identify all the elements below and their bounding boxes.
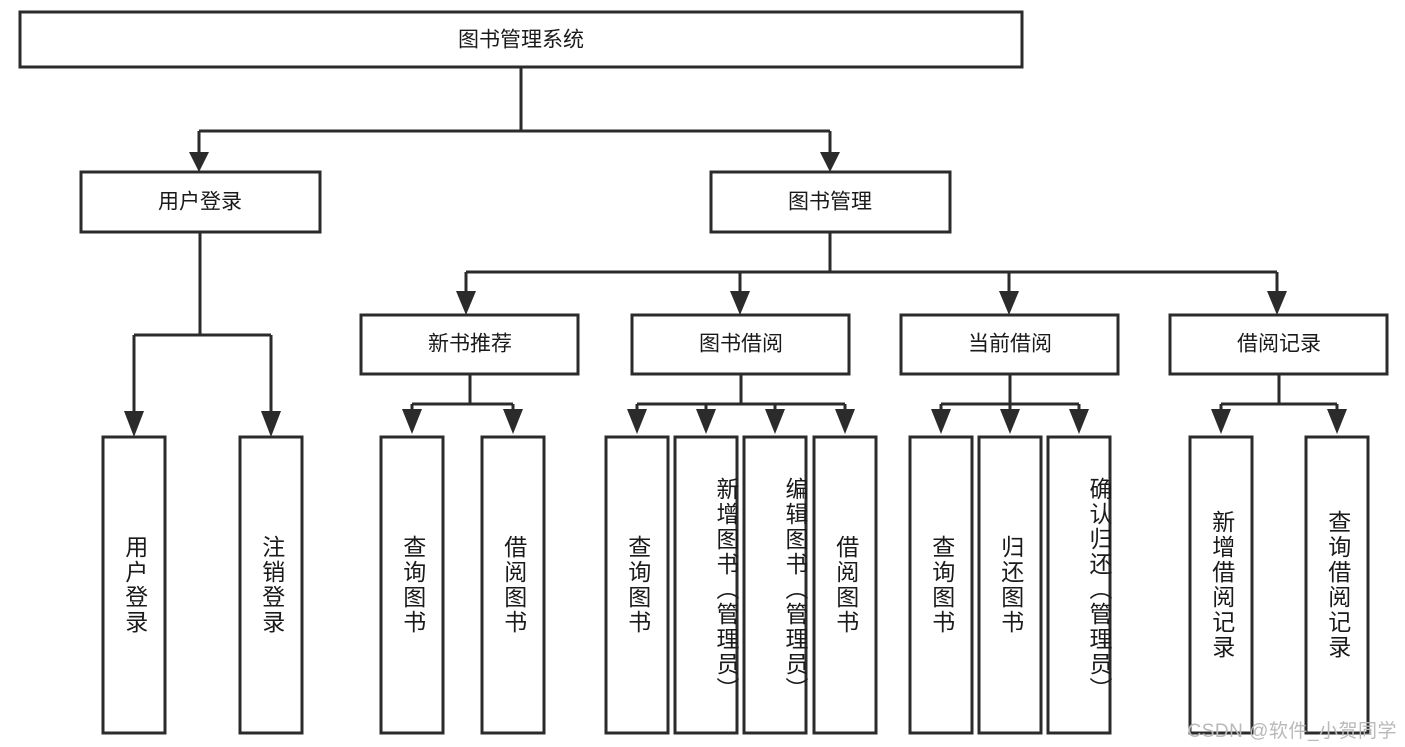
- arrowhead-br-leaf-2: [1327, 409, 1347, 434]
- arrowhead-to-new-book-rec: [456, 291, 476, 315]
- leaf-box-query-book-3[interactable]: [908, 435, 974, 735]
- node-new-book-recommend-box[interactable]: [359, 313, 580, 376]
- leaf-box-query-book-1[interactable]: [379, 435, 445, 735]
- csdn-watermark: CSDN @软件_小贺同学: [1187, 721, 1397, 742]
- arrowhead-cb-leaf-3: [1069, 409, 1089, 434]
- leaf-box-add-book-admin[interactable]: [673, 435, 739, 735]
- node-book-borrow-label: 图书借阅: [699, 333, 783, 356]
- node-borrow-records-box[interactable]: [1168, 313, 1389, 376]
- node-borrow-records[interactable]: 借阅记录: [1168, 313, 1389, 376]
- node-user-login[interactable]: 用户登录: [79, 170, 322, 234]
- leaf-box-query-book-2[interactable]: [604, 435, 670, 735]
- node-new-book-recommend-label: 新书推荐: [428, 333, 512, 356]
- node-root[interactable]: 图书管理系统: [18, 10, 1024, 69]
- arrowhead-bb-leaf-3: [765, 409, 785, 434]
- arrowhead-bb-leaf-4: [835, 409, 855, 434]
- leaf-box-borrow-book-1[interactable]: [480, 435, 546, 735]
- arrowhead-bb-leaf-1: [627, 409, 647, 434]
- leaf-box-edit-book-admin[interactable]: [742, 435, 808, 735]
- node-new-book-recommend[interactable]: 新书推荐: [359, 313, 580, 376]
- arrowhead-cb-leaf-2: [1000, 409, 1020, 434]
- node-current-borrow-label: 当前借阅: [968, 333, 1052, 356]
- arrowhead-to-user-login: [189, 152, 209, 172]
- arrowhead-to-book-borrow: [730, 291, 750, 315]
- arrowhead-to-book-mgmt: [820, 152, 840, 172]
- node-book-management-box[interactable]: [709, 170, 952, 234]
- leaf-box-add-borrow-record[interactable]: [1188, 435, 1254, 735]
- node-book-management-label: 图书管理: [788, 191, 872, 214]
- arrowhead-bb-leaf-2: [696, 409, 716, 434]
- leaf-box-logout[interactable]: [238, 435, 304, 735]
- node-root-label: 图书管理系统: [458, 29, 584, 52]
- node-current-borrow-box[interactable]: [899, 313, 1120, 376]
- node-root-box[interactable]: [18, 10, 1024, 69]
- arrowhead-cb-leaf-1: [931, 409, 951, 434]
- node-user-login-label: 用户登录: [158, 191, 242, 214]
- leaf-box-query-borrow-record[interactable]: [1304, 435, 1370, 735]
- arrowhead-leaf-user-login: [124, 411, 144, 437]
- leaf-box-user-login[interactable]: [101, 435, 167, 735]
- node-book-borrow[interactable]: 图书借阅: [630, 313, 851, 376]
- arrowhead-nbr-leaf-2: [503, 409, 523, 434]
- arrowhead-nbr-leaf-1: [402, 409, 422, 434]
- arrowhead-leaf-logout: [261, 411, 281, 437]
- node-book-borrow-box[interactable]: [630, 313, 851, 376]
- leaf-box-return-book[interactable]: [977, 435, 1043, 735]
- arrowhead-to-current-borrow: [999, 291, 1019, 315]
- leaf-box-borrow-book-2[interactable]: [812, 435, 878, 735]
- arrowhead-br-leaf-1: [1211, 409, 1231, 434]
- node-current-borrow[interactable]: 当前借阅: [899, 313, 1120, 376]
- node-borrow-records-label: 借阅记录: [1237, 333, 1321, 356]
- node-book-management[interactable]: 图书管理: [709, 170, 952, 234]
- arrowhead-to-borrow-records: [1267, 291, 1287, 315]
- leaf-box-confirm-return-admin[interactable]: [1046, 435, 1112, 735]
